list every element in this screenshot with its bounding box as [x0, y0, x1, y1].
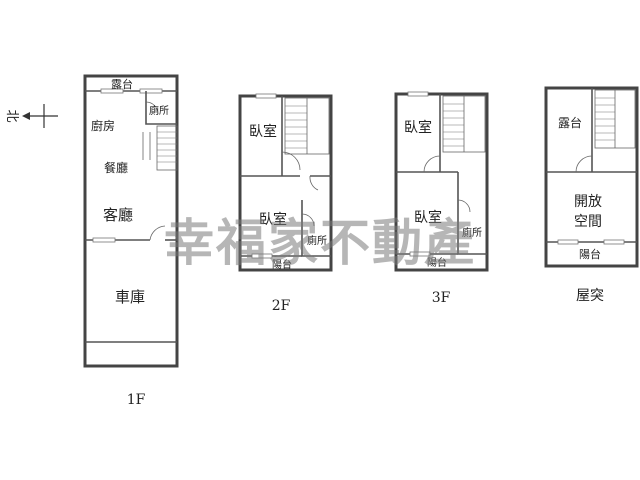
room-label-3f-bedroom-top: 臥室	[404, 119, 432, 136]
floor-3f-plan	[394, 91, 489, 272]
watermark-text: 幸福家不動產	[164, 214, 476, 272]
floor-2f-plan	[238, 93, 333, 272]
floor-label-3f: 3F	[432, 290, 451, 306]
room-label-roof-open-space-line2: 空間	[574, 214, 602, 230]
room-label-1f-kitchen: 廚房	[91, 118, 115, 133]
room-label-2f-bedroom-top: 臥室	[249, 123, 277, 140]
room-label-3f-balcony: 陽台	[427, 256, 447, 269]
room-label-2f-bedroom-main: 臥室	[259, 211, 287, 228]
room-label-1f-balcony: 露台	[111, 77, 133, 91]
floor-label-roof: 屋突	[576, 288, 604, 304]
floor-label-2f: 2F	[272, 298, 291, 314]
room-label-roof-balcony: 陽台	[579, 247, 601, 261]
room-label-1f-toilet: 廁所	[149, 104, 169, 117]
room-label-3f-bedroom-main: 臥室	[414, 209, 442, 226]
room-label-roof-terrace: 露台	[558, 115, 582, 130]
room-label-1f-dining: 餐廳	[104, 160, 128, 175]
room-label-2f-toilet: 廁所	[307, 234, 327, 247]
north-label: 北	[4, 109, 19, 122]
north-arrow-icon	[22, 104, 58, 128]
room-label-roof-open-space-line1: 開放	[574, 194, 602, 210]
floor-roof-plan	[544, 86, 639, 268]
room-label-1f-garage: 車庫	[115, 288, 145, 306]
floor-1f-plan	[83, 74, 179, 368]
room-label-1f-living: 客廳	[103, 206, 133, 224]
floor-label-1f: 1F	[127, 392, 146, 408]
room-label-2f-balcony: 陽台	[272, 258, 292, 271]
room-label-3f-toilet: 廁所	[462, 226, 482, 239]
